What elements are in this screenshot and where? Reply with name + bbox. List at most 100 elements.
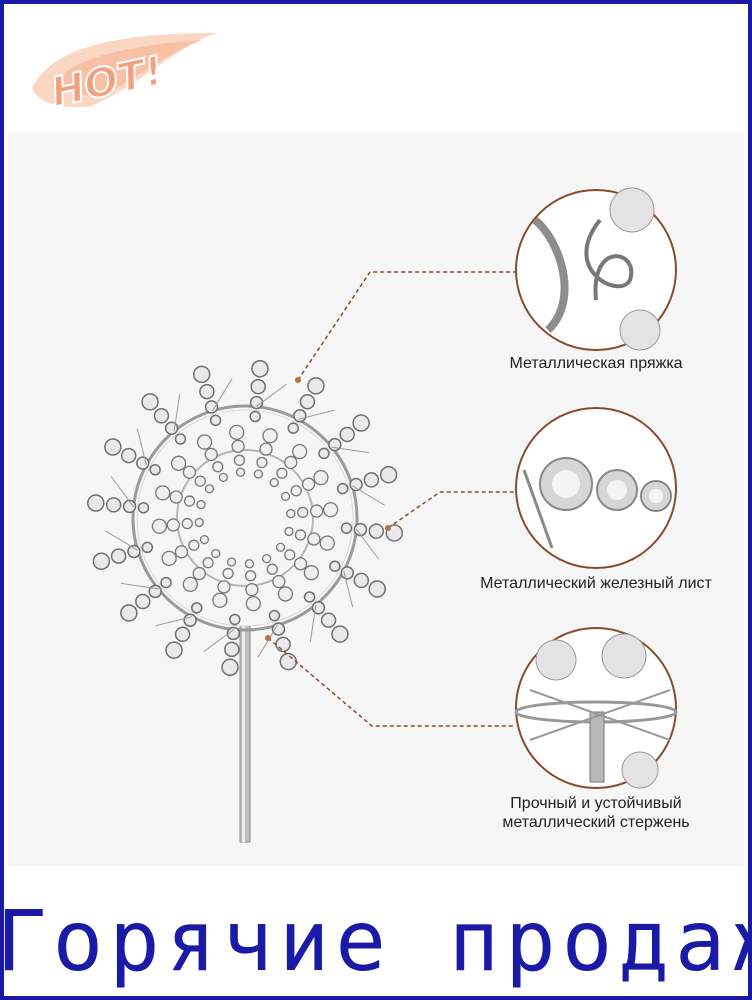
spinner-cup	[211, 548, 221, 559]
spinner-cup	[249, 410, 261, 423]
spinner-cup	[352, 414, 370, 432]
spinner-cup	[322, 502, 339, 518]
spinner-cup	[310, 504, 324, 518]
spinner-cup	[149, 464, 161, 476]
spinner-cup	[191, 602, 203, 614]
spinner-cup	[169, 490, 183, 504]
spinner-cup	[328, 437, 342, 452]
spinner-cup	[231, 439, 245, 453]
spinner-cup	[318, 447, 330, 460]
spinner-cup	[299, 393, 316, 410]
spinner-cup	[196, 499, 206, 510]
leader-iron-sheet	[387, 491, 516, 529]
spinner-cup	[329, 560, 341, 572]
spinner-cup	[340, 522, 353, 534]
spinner-cup	[244, 570, 257, 582]
spinner-cup	[226, 626, 241, 641]
spinner-cup	[122, 499, 137, 514]
spinner-cup	[226, 557, 237, 567]
spinner-cup	[249, 395, 264, 410]
spinner-cup	[181, 517, 193, 530]
spinner-cup	[192, 566, 206, 581]
spinner-cup	[280, 491, 291, 502]
spinner-cup	[275, 542, 286, 552]
spinner-cup	[104, 438, 122, 456]
spinner-cup	[153, 408, 170, 424]
spinner-cup	[262, 428, 278, 444]
spinner-cup	[272, 574, 286, 589]
spinner-cup	[196, 434, 213, 450]
callout-leaders	[267, 271, 516, 727]
spinner-cup	[339, 426, 355, 443]
spinner-cup	[136, 456, 150, 470]
spinner-cup	[204, 484, 215, 494]
spinner-cup	[349, 477, 363, 492]
spinner-cup	[303, 591, 316, 603]
spinner-cup	[268, 609, 281, 622]
spinner-cup	[284, 526, 294, 537]
spinner-cup	[286, 508, 296, 519]
spinner-cup	[253, 469, 264, 479]
spinner-cup	[174, 545, 189, 559]
callout-rod	[514, 627, 678, 789]
spinner-cup	[331, 625, 349, 643]
spinner-cup	[229, 424, 245, 441]
spinner-cup	[199, 383, 215, 400]
spinner-cup	[251, 359, 269, 378]
spinner-cup	[233, 454, 246, 466]
spinner-cup	[137, 502, 150, 514]
spinner-cup	[340, 566, 354, 580]
spinner-cup	[245, 583, 259, 597]
spinner-cup	[256, 456, 268, 469]
callout-label-rod-line1: Прочный и устойчивый	[510, 795, 682, 812]
spinner-cup	[110, 548, 127, 564]
spinner-cup	[86, 494, 105, 512]
hot-badge: HOT!	[32, 33, 217, 117]
spinner-cup	[151, 518, 168, 534]
spinner-cup	[259, 442, 273, 456]
spinner-cup	[160, 576, 172, 589]
spinner-cup	[276, 467, 288, 479]
spinner-cup	[277, 586, 294, 602]
spinner-cup	[368, 580, 386, 598]
spinner-cup	[212, 592, 228, 608]
spinner-cup	[271, 622, 286, 636]
spinner-cup	[166, 518, 180, 532]
callout-label-rod-line2: металлический стержень	[502, 814, 690, 831]
callout-label-iron-sheet: Металлический железный лист	[480, 575, 712, 592]
spinner-cup	[182, 576, 198, 593]
spinner-cup	[174, 433, 187, 445]
leader-rod	[267, 637, 516, 727]
spinner-cup	[148, 584, 162, 599]
spinner-cup	[279, 652, 298, 671]
spinner-cup	[368, 523, 385, 539]
spinner-cup	[170, 455, 187, 471]
spinner-outer-ring	[131, 404, 359, 632]
spinner-cup	[135, 593, 151, 610]
leader-buckle	[297, 271, 516, 381]
spinner-cup	[120, 604, 138, 622]
spinner-cup	[290, 485, 302, 497]
spinner-cup	[222, 567, 234, 580]
hot-sales-text: Горячие продажи	[0, 892, 752, 988]
spinner-cup	[229, 613, 241, 626]
spinner-cup	[161, 550, 177, 567]
callout-buckle	[515, 187, 677, 351]
spinner-cup	[275, 636, 291, 653]
spinner-cup	[127, 544, 141, 559]
spinner-cup	[353, 572, 370, 589]
spinner-cup	[284, 455, 298, 470]
spinner-cup	[301, 477, 316, 491]
spinner-cup	[155, 485, 171, 501]
spinner-cup	[353, 522, 368, 537]
spinner-cup	[212, 461, 224, 473]
spinner-cup	[209, 414, 222, 427]
spinner-cup	[293, 409, 307, 423]
spinner-cup	[188, 539, 200, 551]
spinner-cup	[120, 447, 137, 464]
spinner-cup	[269, 477, 279, 488]
spinner-cup	[194, 517, 204, 528]
callout-iron-sheet	[515, 407, 677, 569]
callout-label-buckle: Металлическая пряжка	[509, 355, 683, 372]
spinner-cup	[320, 612, 337, 628]
